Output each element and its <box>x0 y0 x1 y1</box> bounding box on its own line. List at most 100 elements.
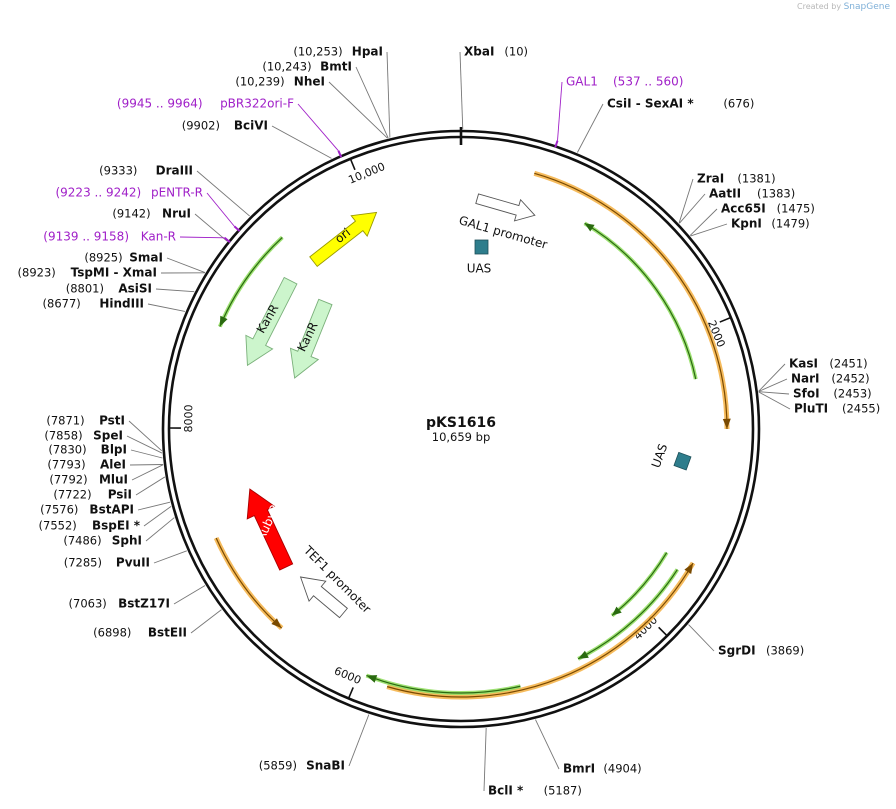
enzyme-label-hpai[interactable]: HpaI (10,253) <box>293 45 383 59</box>
enzyme-leader-line <box>131 464 164 481</box>
enzyme-leader-line <box>355 66 389 139</box>
enzyme-name[interactable]: AsiSI <box>118 282 152 296</box>
enzyme-label-zrai[interactable]: ZraI(1381) <box>697 172 776 186</box>
enzyme-label-kpni[interactable]: KpnI(1479) <box>731 217 810 231</box>
enzyme-name[interactable]: XbaI <box>464 45 494 59</box>
orf-arc-arrowhead <box>684 563 694 574</box>
enzyme-position: (6898) <box>93 626 131 640</box>
enzyme-label-bstz17i[interactable]: BstZ17I(7063) <box>69 597 170 611</box>
arrow-shape <box>289 298 333 379</box>
enzyme-name[interactable]: AleI <box>100 458 126 472</box>
enzyme-label-csii-sexai-[interactable]: CsiI - SexAI *(676) <box>607 97 754 111</box>
enzyme-label-pvuii[interactable]: PvuII(7285) <box>64 556 150 570</box>
primer-binding-mark <box>233 225 241 232</box>
enzyme-name[interactable]: CsiI - SexAI * <box>607 97 694 111</box>
enzyme-label-hindiii[interactable]: HindIII(8677) <box>43 297 144 311</box>
tick-mark <box>347 687 354 699</box>
enzyme-name[interactable]: Acc65I <box>721 202 766 216</box>
enzyme-label-psti[interactable]: PstI(7871) <box>46 414 125 428</box>
enzyme-label-pluti[interactable]: PluTI(2455) <box>794 402 880 416</box>
enzyme-name[interactable]: NruI <box>162 207 191 221</box>
enzyme-name[interactable]: SgrDI <box>718 644 756 658</box>
enzyme-name[interactable]: NarI <box>791 372 820 386</box>
enzyme-name[interactable]: HpaI <box>352 45 383 59</box>
enzyme-name[interactable]: KasI <box>789 357 818 371</box>
enzyme-name[interactable]: BciVI <box>234 119 268 133</box>
enzyme-label-bsteii[interactable]: BstEII (6898) <box>93 626 187 640</box>
feature-tef1-promoter-arrow <box>299 576 348 619</box>
enzyme-name[interactable]: SfoI <box>793 387 820 401</box>
enzyme-label-snabi[interactable]: SnaBI(5859) <box>259 759 345 773</box>
enzyme-name[interactable]: BmrI <box>563 762 595 776</box>
enzyme-label-bmri[interactable]: BmrI(4904) <box>563 762 642 776</box>
primer-name[interactable]: GAL1 <box>566 75 598 89</box>
enzyme-name[interactable]: PvuII <box>116 556 150 570</box>
primer-name[interactable]: Kan-R <box>141 230 176 244</box>
plasmid-size: 10,659 bp <box>432 430 491 444</box>
enzyme-name[interactable]: MluI <box>99 473 128 487</box>
enzyme-name[interactable]: BclI * <box>488 784 524 798</box>
enzyme-leader-line <box>577 103 604 153</box>
enzyme-label-nhei[interactable]: NheI(10,239) <box>235 75 325 89</box>
enzyme-label-mlui[interactable]: MluI(7792) <box>49 473 128 487</box>
tick-label: 6000 <box>332 664 363 687</box>
enzyme-name[interactable]: SphI <box>112 534 142 548</box>
enzyme-leader-line <box>459 51 464 130</box>
enzyme-name[interactable]: BstZ17I <box>118 597 170 611</box>
enzyme-name[interactable]: BstAPI <box>89 503 134 517</box>
enzyme-position: (10,243) <box>262 60 311 74</box>
primer-label-pentr-r[interactable]: pENTR-R(9223 .. 9242) <box>55 186 203 200</box>
enzyme-name[interactable]: KpnI <box>731 217 762 231</box>
enzyme-name[interactable]: SmaI <box>129 251 163 265</box>
enzyme-label-asisi[interactable]: AsiSI(8801) <box>66 282 152 296</box>
enzyme-name[interactable]: ZraI <box>697 172 724 186</box>
enzyme-label-psii[interactable]: PsiI(7722) <box>53 488 132 502</box>
enzyme-label-sgrdi[interactable]: SgrDI(3869) <box>718 644 804 658</box>
enzyme-name[interactable]: SpeI <box>93 429 123 443</box>
enzyme-label-bstapi[interactable]: BstAPI (7576) <box>40 503 134 517</box>
enzyme-name[interactable]: AatII <box>709 187 741 201</box>
enzyme-label-draiii[interactable]: DraIII(9333) <box>99 164 193 178</box>
enzyme-label-blpi[interactable]: BlpI(7830) <box>48 443 127 457</box>
enzyme-label-acc65i[interactable]: Acc65I(1475) <box>721 202 815 216</box>
enzyme-label-nrui[interactable]: NruI(9142) <box>112 207 191 221</box>
enzyme-name[interactable]: DraIII <box>156 164 193 178</box>
enzyme-label-sfoi[interactable]: SfoI(2453) <box>793 387 872 401</box>
enzyme-position: (7576) <box>40 503 78 517</box>
enzyme-name[interactable]: PstI <box>99 414 125 428</box>
enzyme-label-bspei-[interactable]: BspEI *(7552) <box>39 519 141 533</box>
enzyme-name[interactable]: NheI <box>294 75 325 89</box>
enzyme-label-bcli-[interactable]: BclI *(5187) <box>488 784 582 798</box>
primer-label-pbr322ori-f[interactable]: pBR322ori-F(9945 .. 9964) <box>117 97 294 111</box>
enzyme-leader-line <box>348 714 370 767</box>
primer-name[interactable]: pBR322ori-F <box>220 97 294 111</box>
enzyme-name[interactable]: PsiI <box>108 488 132 502</box>
enzyme-name[interactable]: BspEI * <box>92 519 141 533</box>
enzyme-label-smai[interactable]: SmaI(8925) <box>84 251 163 265</box>
enzyme-name[interactable]: BmtI <box>320 60 352 74</box>
enzyme-name[interactable]: PluTI <box>794 402 828 416</box>
enzyme-name[interactable]: SnaBI <box>306 759 345 773</box>
enzyme-label-bcivi[interactable]: BciVI(9902) <box>182 119 268 133</box>
enzyme-label-nari[interactable]: NarI(2452) <box>791 372 870 386</box>
enzyme-label-bmti[interactable]: BmtI (10,243) <box>262 60 352 74</box>
enzyme-label-sphi[interactable]: SphI(7486) <box>63 534 142 548</box>
enzyme-label-xbai[interactable]: XbaI(10) <box>464 45 528 59</box>
primer-range: (9139 .. 9158) <box>43 230 129 244</box>
enzyme-name[interactable]: BlpI <box>101 443 127 457</box>
feature-gal1-promoter-arrow <box>475 193 536 222</box>
enzyme-label-aatii[interactable]: AatII(1383) <box>709 187 795 201</box>
primer-label-gal1[interactable]: GAL1(537 .. 560) <box>566 75 683 89</box>
enzyme-label-alei[interactable]: AleI(7793) <box>47 458 126 472</box>
feature-mruby2-arrow <box>246 488 294 571</box>
enzyme-name[interactable]: BstEII <box>148 626 187 640</box>
primer-name[interactable]: pENTR-R <box>151 186 203 200</box>
enzyme-name[interactable]: TspMI - XmaI <box>71 266 157 280</box>
primer-label-kan-r[interactable]: Kan-R (9139 .. 9158) <box>43 230 176 244</box>
enzyme-label-spei[interactable]: SpeI(7858) <box>44 429 123 443</box>
enzyme-label-kasi[interactable]: KasI(2451) <box>789 357 868 371</box>
feature-ori-arrow <box>309 211 378 268</box>
enzyme-position: (10,253) <box>293 45 342 59</box>
enzyme-name[interactable]: HindIII <box>99 297 144 311</box>
enzyme-label-tspmi-xmai[interactable]: TspMI - XmaI(8923) <box>18 266 157 280</box>
